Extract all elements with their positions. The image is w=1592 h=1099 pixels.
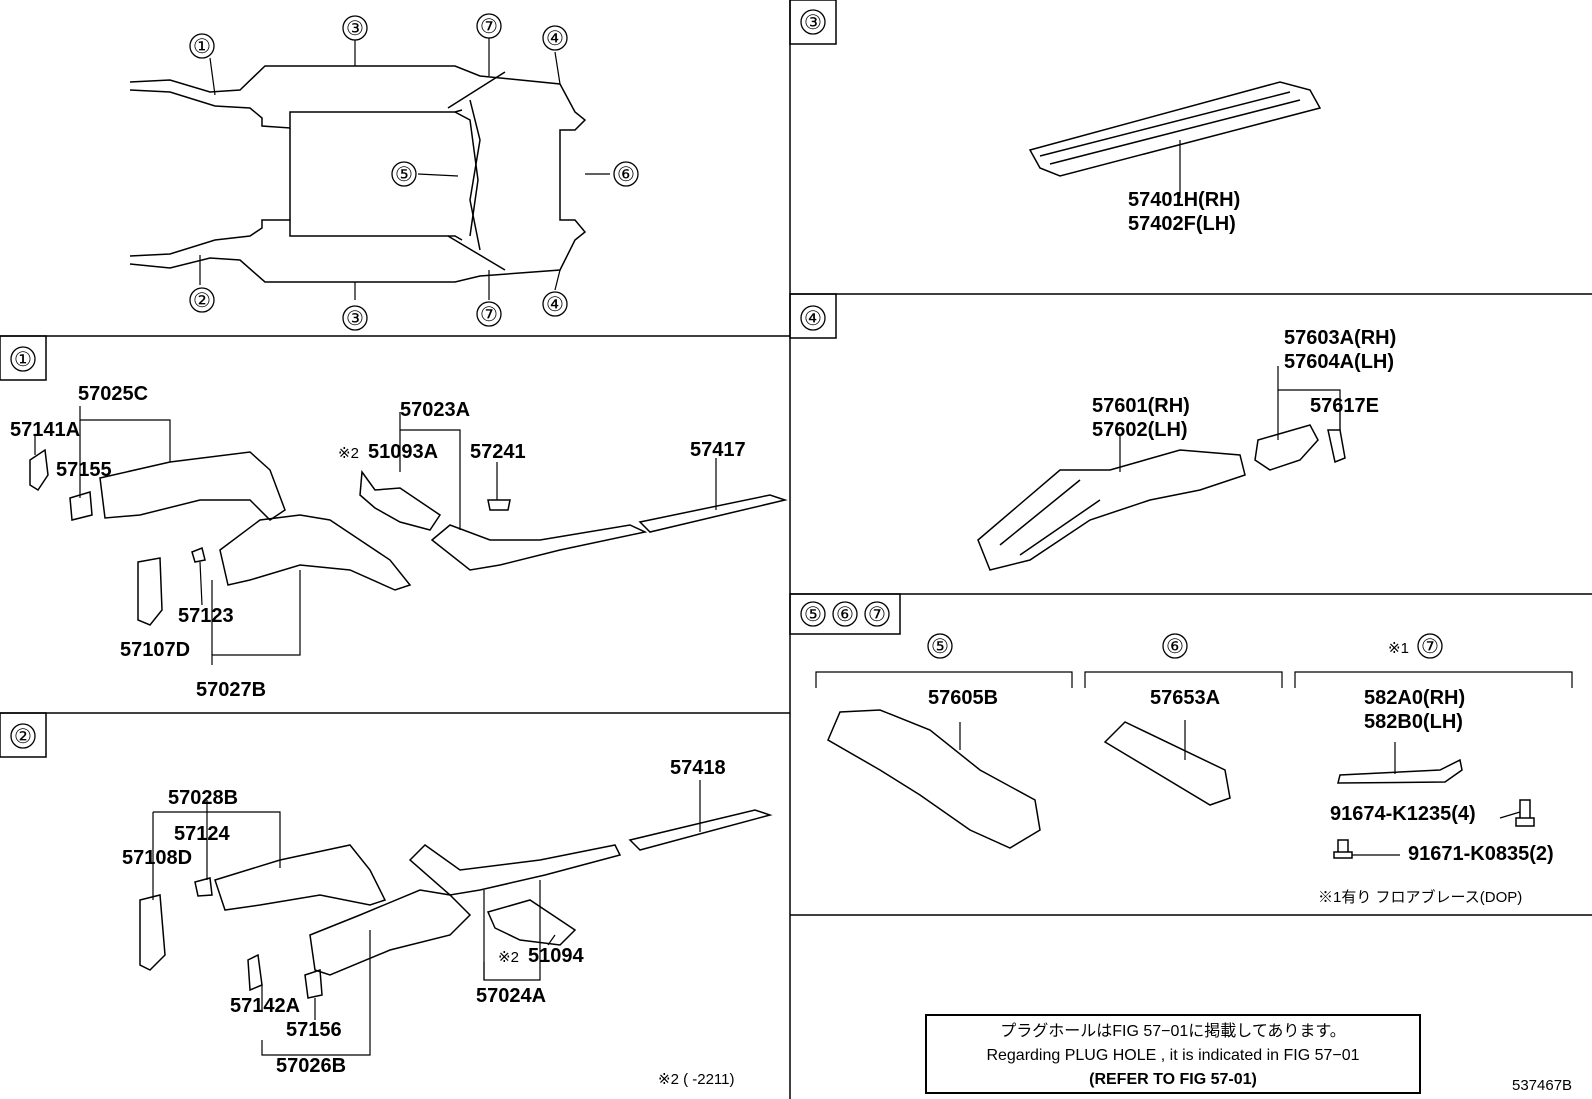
frame-overview-drawing	[129, 65, 587, 283]
section-5-number: ⑤	[804, 604, 822, 626]
label-582A0: 582A0(RH)	[1364, 687, 1465, 709]
apron-57025C-drawing	[99, 451, 286, 521]
group-5-number: ⑤	[931, 636, 949, 658]
clip-57124-drawing	[194, 877, 213, 897]
label-91671: 91671-K0835(2)	[1408, 843, 1554, 865]
callout-1-top: ①	[193, 36, 211, 58]
bracket-57155-drawing	[69, 491, 93, 521]
section-6-number: ⑥	[836, 604, 854, 626]
mark-note-2-s2: ※2	[498, 949, 519, 966]
plate-57107D-drawing	[137, 557, 163, 626]
label-91674: 91674-K1235(4)	[1330, 803, 1476, 825]
label-57241: 57241	[470, 441, 526, 463]
clip-57241-drawing	[487, 499, 511, 511]
label-582B0: 582B0(LH)	[1364, 711, 1463, 733]
section-1-number: ①	[14, 349, 32, 371]
mark-note-2-s1: ※2	[338, 445, 359, 462]
label-57605B: 57605B	[928, 687, 998, 709]
sill-57024A-drawing	[408, 844, 622, 896]
note-en: Regarding PLUG HOLE , it is indicated in…	[986, 1047, 1359, 1064]
label-57124: 57124	[174, 823, 230, 845]
label-57601: 57601(RH)	[1092, 395, 1190, 417]
bracket-57141A-drawing	[29, 448, 49, 492]
plate-57108D-drawing	[139, 894, 166, 971]
section-567-header-box	[789, 593, 901, 635]
label-57107D: 57107D	[120, 639, 190, 661]
callout-4-bottom: ④	[546, 294, 564, 316]
footnote-2: ※2 ( -2211)	[658, 1071, 735, 1088]
figure-id: 537467B	[1512, 1077, 1572, 1094]
bolt-91671-drawing	[1333, 839, 1353, 859]
member-57653A-drawing	[1103, 721, 1231, 806]
label-57108D: 57108D	[122, 847, 192, 869]
label-57023A: 57023A	[400, 399, 470, 421]
bracket-57156-drawing	[304, 968, 323, 999]
mark-note-1: ※1	[1388, 640, 1409, 657]
label-57141A: 57141A	[10, 419, 80, 441]
label-57617E: 57617E	[1310, 395, 1379, 417]
label-57603A: 57603A(RH)	[1284, 327, 1396, 349]
label-57602: 57602(LH)	[1092, 419, 1188, 441]
member-57605B-drawing	[827, 709, 1041, 849]
clip-57123-drawing	[191, 546, 206, 563]
note-box	[925, 1014, 1421, 1094]
callout-4-top: ④	[546, 28, 564, 50]
label-57142A: 57142A	[230, 995, 300, 1017]
label-57025C: 57025C	[78, 383, 148, 405]
section-2-header-box	[0, 712, 47, 758]
member-57027B-drawing	[219, 514, 412, 591]
brace-582A0-drawing	[1337, 758, 1463, 784]
label-57402F: 57402F(LH)	[1128, 213, 1236, 235]
label-51094: 51094	[528, 945, 584, 967]
note-ref: (REFER TO FIG 57-01)	[1089, 1071, 1257, 1088]
label-57027B: 57027B	[196, 679, 266, 701]
callout-7-bottom: ⑦	[480, 304, 498, 326]
label-57156: 57156	[286, 1019, 342, 1041]
label-57653A: 57653A	[1150, 687, 1220, 709]
section-1-header-box	[0, 335, 47, 381]
extension-51094-drawing	[486, 899, 577, 946]
section-4-number: ④	[804, 308, 822, 330]
section-7-number: ⑦	[868, 604, 886, 626]
callout-5: ⑤	[395, 164, 413, 186]
group-7-number: ⑦	[1421, 636, 1439, 658]
rocker-panel-drawing	[1028, 81, 1322, 177]
label-57028B: 57028B	[168, 787, 238, 809]
bracket-57142A-drawing	[247, 953, 263, 992]
label-57418: 57418	[670, 757, 726, 779]
section-3-number: ③	[804, 12, 822, 34]
label-57024A: 57024A	[476, 985, 546, 1007]
bracket-57617-drawing	[1327, 429, 1346, 464]
reinforcement-57418-drawing	[628, 809, 773, 851]
rear-rail-drawing	[977, 449, 1246, 571]
apron-57026B-drawing	[309, 889, 472, 976]
callout-7-top: ⑦	[480, 16, 498, 38]
callout-3-bottom: ③	[346, 308, 364, 330]
note-jp: プラグホールはFIG 57−01に掲載してあります。	[1000, 1022, 1346, 1040]
bracket-57603-drawing	[1254, 424, 1319, 471]
section-3-header-box	[789, 0, 837, 45]
label-57155: 57155	[56, 459, 112, 481]
callout-2-bottom: ②	[193, 290, 211, 312]
reinforcement-57417-drawing	[638, 494, 788, 533]
member-57028B-drawing	[214, 844, 387, 911]
label-57026B: 57026B	[276, 1055, 346, 1077]
section-2-number: ②	[14, 726, 32, 748]
label-57401H: 57401H(RH)	[1128, 189, 1240, 211]
label-57417: 57417	[690, 439, 746, 461]
sill-57023A-drawing	[430, 524, 648, 571]
dop-note: ※1有り フロアブレース(DOP)	[1318, 888, 1522, 906]
label-57604A: 57604A(LH)	[1284, 351, 1394, 373]
extension-51093A-drawing	[359, 469, 442, 531]
group-6-number: ⑥	[1166, 636, 1184, 658]
label-51093A: 51093A	[368, 441, 438, 463]
section-4-header-box	[789, 293, 837, 339]
label-57123: 57123	[178, 605, 234, 627]
callout-3-top: ③	[346, 18, 364, 40]
callout-6: ⑥	[617, 164, 635, 186]
